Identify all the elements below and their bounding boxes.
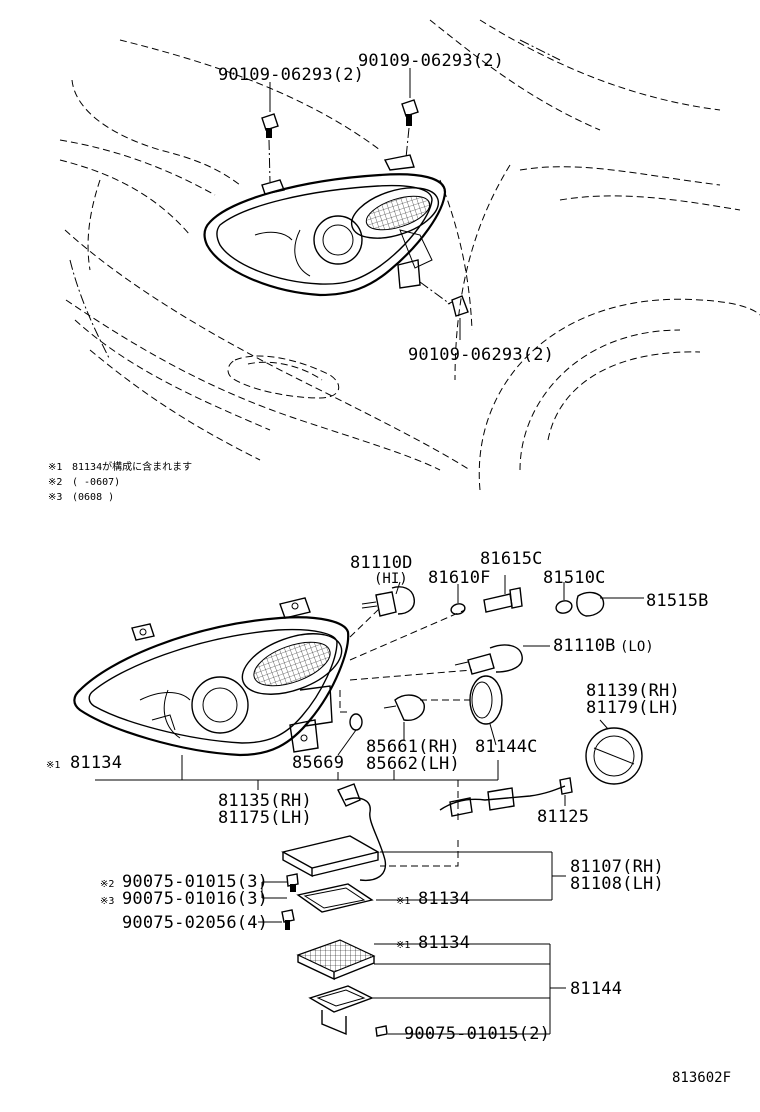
leader-lines (339, 607, 473, 867)
ballast-81107 (281, 783, 387, 882)
gasket-81134 (296, 883, 374, 913)
bulb-81110b-lo (454, 644, 523, 675)
note-2-mark: ※2 (48, 477, 62, 488)
socket-81615c (483, 575, 523, 613)
label-90075-c: 90075-02056(4) (122, 913, 268, 933)
label-81134-b-mark: ※1 (396, 896, 410, 907)
label-81134-main-mark: ※1 (46, 760, 60, 771)
label-81110d-sub: (HI) (374, 571, 408, 587)
label-81134-main: 81134 (70, 753, 122, 773)
label-90075-d: 90075-01015(2) (404, 1024, 550, 1044)
label-90075-a-mark: ※2 (100, 879, 114, 890)
bulb-81510c (555, 600, 573, 614)
label-81134-b: 81134 (418, 889, 470, 909)
label-81175: 81175(LH) (218, 808, 312, 828)
label-81107: 81107(RH) (570, 857, 664, 877)
bulb-85661 (383, 694, 425, 721)
label-85661: 85661(RH) (366, 737, 460, 757)
notes: ※1 81134が構成に含まれます ※2 ( -0607) ※3 (0608 ) (48, 460, 192, 503)
bolt-label-right: 90109-06293(2) (358, 51, 504, 71)
screw-90075-02056 (281, 909, 295, 930)
label-81110d: 81110D (350, 553, 413, 573)
label-81144c: 81144C (475, 737, 538, 757)
note-1-text: 81134が構成に含まれます (72, 460, 192, 473)
note-3-text: (0608 ) (72, 492, 114, 503)
bulb-81110d-hi (361, 586, 415, 617)
bracket-81144 (308, 985, 374, 1036)
note-3-mark: ※3 (48, 492, 62, 503)
label-81515b: 81515B (646, 591, 709, 611)
bolt-left (261, 113, 279, 183)
cover-81139 (585, 727, 643, 785)
diagram-id: 813602F (672, 1070, 731, 1086)
label-90075-b: 90075-01016(3) (122, 889, 268, 909)
bolt-bottom (419, 281, 469, 317)
mesh-cover-81134 (296, 939, 376, 981)
headlamp-installed (203, 154, 447, 297)
label-90075-a: 90075-01015(3) (122, 872, 268, 892)
screw-90075-01015-2 (375, 1025, 388, 1037)
note-2-text: ( -0607) (72, 477, 120, 488)
label-81134-c-mark: ※1 (396, 940, 410, 951)
screw-90075-01015 (286, 873, 299, 892)
headlamp-assembly (73, 597, 350, 757)
label-81108: 81108(LH) (570, 874, 664, 894)
bolt-right (401, 99, 419, 159)
vehicle-body-outline (59, 19, 760, 491)
label-90075-b-mark: ※3 (100, 896, 114, 907)
label-leaders (95, 581, 644, 1035)
label-81135: 81135(RH) (218, 791, 312, 811)
label-81179: 81179(LH) (586, 698, 680, 718)
label-81144: 81144 (570, 979, 622, 999)
label-81139: 81139(RH) (586, 681, 680, 701)
label-85662: 85662(LH) (366, 754, 460, 774)
label-81510c: 81510C (543, 568, 606, 588)
ring-85669 (349, 713, 363, 731)
note-1-mark: ※1 (48, 462, 62, 473)
label-81615c: 81615C (480, 549, 543, 569)
label-81110b: 81110B (553, 636, 616, 656)
bolt-label-left: 90109-06293(2) (218, 65, 364, 85)
label-81110b-sub: (LO) (620, 639, 654, 655)
harness-81125 (439, 777, 573, 817)
bulb-81610f (450, 603, 466, 615)
label-81610f: 81610F (428, 568, 491, 588)
socket-81515b (576, 591, 640, 617)
label-81125: 81125 (537, 807, 589, 827)
cap-81144c (469, 675, 503, 725)
label-81134-c: 81134 (418, 933, 470, 953)
label-85669: 85669 (292, 753, 344, 773)
bolt-label-bottom: 90109-06293(2) (408, 345, 554, 365)
